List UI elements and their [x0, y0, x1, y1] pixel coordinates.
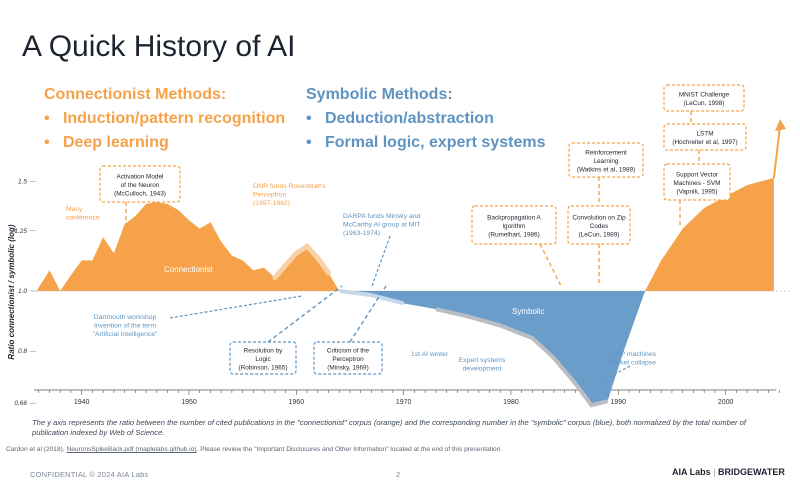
logo-aia: AIA Labs: [672, 467, 711, 477]
lstm-annotation-text: LSTM: [696, 131, 713, 138]
perceptron-criticism-annotation-text: Criticism of the: [327, 347, 370, 354]
connectionist-item-2: • Deep learning: [44, 134, 169, 151]
citation-prefix: Cardon et al (2018),: [6, 446, 65, 453]
x-tick-label: 1990: [610, 399, 626, 406]
symbolic-item-1: • Deduction/abstraction: [306, 110, 494, 127]
connectionist-item-2-text: Deep learning: [62, 134, 169, 151]
perceptron-criticism-annotation-box: [313, 341, 383, 375]
connectionist-area-early: [36, 202, 340, 291]
resolution-logic-annotation-text: (Robinson, 1965): [238, 364, 287, 371]
symbolic-item-1-text: Deduction/abstraction: [324, 110, 494, 127]
connectionist-heading: Connectionist Methods:: [44, 86, 227, 103]
y-tick-label: 1.5: [18, 179, 27, 186]
x-tick-label: 1970: [396, 399, 412, 406]
citation: Cardon et al (2018), NeuronsSpikeBack.pd…: [6, 446, 502, 453]
company-logo: AIA Labs | BRIDGEWATER: [672, 467, 785, 477]
darpa-highlight: [338, 289, 405, 306]
onr-perceptron-label: Perceptron: [253, 192, 286, 199]
chart-footnote: The y axis represents the ratio between …: [32, 418, 747, 438]
backprop-annotation-text: (Rumelhart, 1986): [488, 231, 540, 238]
convolution-annotation-text: Codes: [590, 223, 608, 230]
macy-conference-label: conference: [66, 215, 100, 222]
lisp-collapse-label: market collapse: [608, 360, 656, 367]
backprop-annotation-box: [471, 205, 557, 245]
symbolic-area: [339, 291, 646, 406]
connectionist-item-1-text: Induction/pattern recognition: [62, 110, 286, 127]
onr-perceptron-label: (1957-1962): [253, 200, 290, 207]
mcculloch-annotation-text: of the Neuron: [121, 182, 160, 189]
x-tick-label: 1960: [289, 399, 305, 406]
dartmouth-workshop-label: "Artificial Intelligence": [93, 331, 158, 338]
symbolic-heading: Symbolic Methods:: [306, 86, 453, 103]
mnist-annotation-box: [663, 84, 745, 112]
reinforcement-annotation-text: Reinforcement: [585, 149, 627, 156]
citation-suffix: . Please review the "Important Disclosur…: [196, 446, 503, 453]
backprop-annotation-text: Backpropagation A: [487, 214, 541, 221]
perceptron-highlight: [272, 243, 332, 281]
page-number: 2: [396, 470, 401, 479]
symbolic-item-2: • Formal logic, expert systems: [306, 134, 546, 151]
trend-arrow-line: [772, 125, 781, 179]
first-ai-winter-label: 1st AI winter: [411, 351, 449, 358]
y-tick-label: 0.66: [14, 400, 27, 407]
resolution-logic-annotation-text: Logic: [255, 356, 271, 363]
lstm-annotation-text: (Hochreiter et al, 1997): [672, 139, 737, 146]
macy-conference-label: Macy: [66, 206, 83, 213]
confidential-notice: CONFIDENTIAL © 2024 AIA Labs: [30, 470, 149, 479]
mnist-annotation-text: MNIST Challenge: [679, 92, 730, 99]
trend-arrow-head: [775, 119, 786, 131]
x-tick-label: 1980: [503, 399, 519, 406]
mnist-annotation-text: (LeCun, 1998): [684, 100, 725, 107]
resolution-logic-annotation-box: [229, 341, 297, 375]
resolution-logic-annotation-text: Resolution by: [244, 347, 284, 354]
mcculloch-annotation-text: Activation Model: [117, 173, 164, 180]
svm-annotation-text: Support Vector: [676, 171, 719, 178]
y-tick-label: 0.8: [18, 348, 27, 355]
lstm-annotation-box: [663, 123, 747, 151]
y-tick-label: 1.25: [14, 228, 27, 235]
dartmouth-workshop-label: Invention of the term: [94, 323, 156, 330]
connectionist-series-label: Connectionist: [164, 265, 213, 274]
connectionist-item-1: • Induction/pattern recognition: [44, 110, 286, 127]
x-tick-label: 2000: [718, 399, 734, 406]
darpa-mit-label: DARPA funds Minsky and: [343, 213, 421, 220]
lisp-collapse-label: LISP machines: [610, 351, 656, 358]
darpa-leader: [371, 235, 391, 287]
mcculloch-annotation-box: [99, 165, 181, 203]
citation-link[interactable]: NeuronsSpikeBack.pdf (maplelabs.github.i…: [66, 446, 197, 453]
y-axis-label: Ratio connectionist / symbolic (log): [7, 224, 16, 359]
reinforcement-annotation-text: (Watkins et al, 1989): [577, 166, 635, 173]
darpa-mit-label: (1963-1974): [343, 230, 380, 237]
mcculloch-annotation-text: (McCulloch, 1943): [114, 190, 166, 197]
backprop-annotation-text: lgorithm: [503, 223, 526, 230]
perceptron-criticism-annotation-text: Perceptron: [332, 356, 364, 363]
svm-annotation-text: Machines - SVM: [674, 180, 721, 187]
svm-annotation-box: [663, 163, 731, 201]
convolution-annotation-text: (LeCun, 1989): [579, 231, 620, 238]
dartmouth-leader: [169, 295, 303, 319]
symbolic-item-2-text: Formal logic, expert systems: [324, 134, 546, 151]
resolution-logic-annotation-leader: [267, 285, 343, 343]
reinforcement-annotation-box: [568, 142, 644, 178]
x-tick-label: 1950: [181, 399, 197, 406]
onr-perceptron-label: ONR funds Rosenblatt's: [253, 183, 326, 190]
connectionist-area-modern: [645, 177, 774, 291]
expert-systems-label: development: [463, 366, 502, 373]
dartmouth-workshop-label: Dartmouth workshop: [94, 314, 157, 321]
slide-title: A Quick History of AI: [22, 30, 296, 63]
backprop-annotation-leader: [539, 243, 562, 287]
svm-annotation-text: (Vapnik, 1995): [676, 188, 717, 195]
convolution-annotation-text: Convolution on Zip: [572, 214, 626, 221]
x-tick-label: 1940: [74, 399, 90, 406]
y-tick-label: 1.0: [18, 288, 27, 295]
perceptron-criticism-annotation-text: (Minsky, 1969): [327, 364, 368, 371]
symbolic-series-label: Symbolic: [512, 307, 544, 316]
expert-systems-highlight: [435, 307, 609, 408]
lisp-leader: [601, 365, 631, 382]
logo-bridgewater: BRIDGEWATER: [718, 467, 785, 477]
expert-systems-label: Expert systems: [459, 357, 506, 364]
history-chart: 1.5 1.25 1.0 0.8 0.66 Ratio connectionist / s…: [7, 84, 792, 408]
darpa-mit-label: McCarthy AI group at MIT: [343, 222, 420, 229]
reinforcement-annotation-text: Learning: [594, 158, 619, 165]
